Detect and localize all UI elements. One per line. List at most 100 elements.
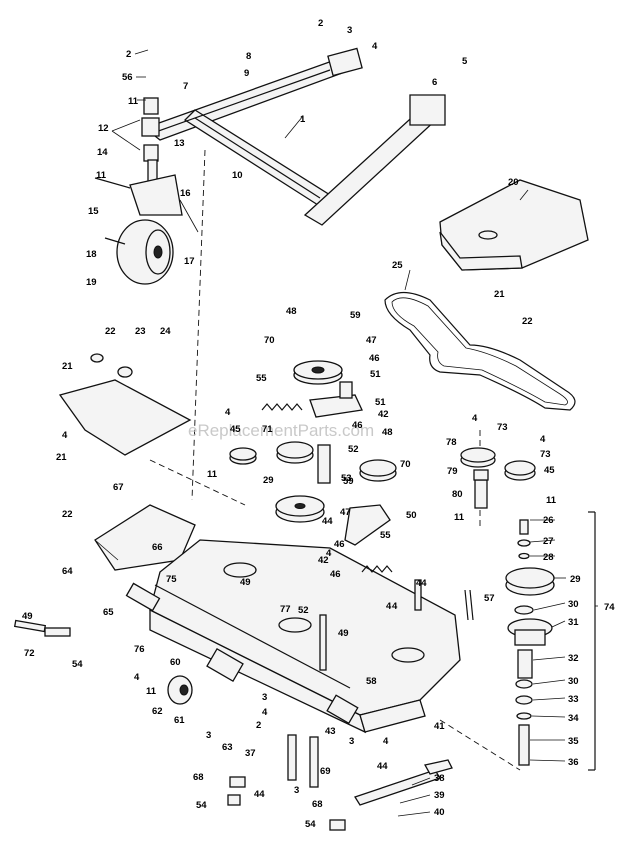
callout-47: 47 xyxy=(366,335,377,346)
idler-arms xyxy=(261,381,393,573)
callout-73: 73 xyxy=(540,449,551,460)
callout-46: 46 xyxy=(352,420,363,431)
callout-35: 35 xyxy=(568,736,579,747)
dashed-leader xyxy=(439,719,521,771)
callout-4: 4 xyxy=(134,672,140,683)
callout-3: 3 xyxy=(347,25,352,36)
callout-17: 17 xyxy=(184,256,195,267)
callout-36: 36 xyxy=(568,757,579,768)
callout-49: 49 xyxy=(338,628,349,639)
dashed-leader xyxy=(191,149,206,501)
callout-7: 7 xyxy=(183,81,188,92)
callout-54: 54 xyxy=(72,659,83,670)
callout-43: 43 xyxy=(325,726,336,737)
front-caster-assembly xyxy=(94,97,199,285)
callout-3: 3 xyxy=(262,692,267,703)
callout-29: 29 xyxy=(570,574,581,585)
callout-4: 4 xyxy=(225,407,231,418)
callout-labels: 2 3 4 5 6 1 2 56 11 12 13 8 9 7 10 14 15… xyxy=(22,18,615,830)
callout-39: 39 xyxy=(434,790,445,801)
dashed-leader xyxy=(149,459,246,506)
callout-68: 68 xyxy=(312,799,323,810)
callout-leaders xyxy=(111,49,598,817)
callout-2: 2 xyxy=(126,49,131,60)
callout-21: 21 xyxy=(494,289,505,300)
callout-52: 52 xyxy=(348,444,359,455)
callout-29: 29 xyxy=(263,475,274,486)
callout-2: 2 xyxy=(318,18,323,29)
callout-61: 61 xyxy=(174,715,185,726)
callout-6: 6 xyxy=(432,77,437,88)
callout-41: 41 xyxy=(434,721,445,732)
callout-8: 8 xyxy=(246,51,251,62)
callout-4: 4 xyxy=(262,707,268,718)
callout-62: 62 xyxy=(152,706,163,717)
callout-34: 34 xyxy=(568,713,579,724)
callout-65: 65 xyxy=(103,607,114,618)
callout-22: 22 xyxy=(522,316,533,327)
callout-9: 9 xyxy=(244,68,249,79)
callout-51: 51 xyxy=(370,369,381,380)
callout-24: 24 xyxy=(160,326,171,337)
callout-52: 52 xyxy=(298,605,309,616)
callout-55: 55 xyxy=(256,373,267,384)
callout-59: 59 xyxy=(350,310,361,321)
callout-68: 68 xyxy=(193,772,204,783)
callout-77: 77 xyxy=(280,604,291,615)
callout-21: 21 xyxy=(62,361,73,372)
callout-4: 4 xyxy=(386,601,392,612)
callout-11: 11 xyxy=(546,495,557,506)
callout-30: 30 xyxy=(568,676,579,687)
callout-4: 4 xyxy=(392,601,398,612)
belt-cover xyxy=(439,179,589,271)
anti-scalp-roller xyxy=(167,675,193,705)
callout-22: 22 xyxy=(105,326,116,337)
callout-42: 42 xyxy=(318,555,329,566)
callout-80: 80 xyxy=(452,489,463,500)
callout-30: 30 xyxy=(568,599,579,610)
callout-49: 49 xyxy=(240,577,251,588)
drive-belt xyxy=(384,291,576,411)
callout-59: 59 xyxy=(343,476,354,487)
callout-44: 44 xyxy=(377,761,388,772)
callout-44: 44 xyxy=(322,516,333,527)
callout-11: 11 xyxy=(454,512,465,523)
callout-15: 15 xyxy=(88,206,99,217)
callout-33: 33 xyxy=(568,694,579,705)
callout-20: 20 xyxy=(508,177,519,188)
callout-53: 53 xyxy=(341,473,352,484)
deck-baffle xyxy=(58,353,192,456)
pulley-group xyxy=(229,360,555,596)
callout-32: 32 xyxy=(568,653,579,664)
callout-10: 10 xyxy=(232,170,243,181)
deck-housing xyxy=(125,539,461,734)
callout-25: 25 xyxy=(392,260,403,271)
callout-55: 55 xyxy=(380,530,391,541)
callout-72: 72 xyxy=(24,648,35,659)
callout-2: 2 xyxy=(256,720,261,731)
callout-78: 78 xyxy=(446,437,457,448)
spindle-assembly xyxy=(507,511,596,771)
idler-column xyxy=(473,469,489,509)
callout-45: 45 xyxy=(230,424,241,435)
hitch-frame xyxy=(143,47,446,226)
callout-66: 66 xyxy=(152,542,163,553)
callout-48: 48 xyxy=(382,427,393,438)
callout-3: 3 xyxy=(294,785,299,796)
callout-42: 42 xyxy=(378,409,389,420)
callout-46: 46 xyxy=(334,539,345,550)
callout-79: 79 xyxy=(447,466,458,477)
callout-70: 70 xyxy=(400,459,411,470)
callout-11: 11 xyxy=(146,686,157,697)
callout-45: 45 xyxy=(544,465,555,476)
callout-1: 1 xyxy=(300,114,306,125)
callout-4: 4 xyxy=(62,430,68,441)
blades xyxy=(354,759,453,806)
callout-38: 38 xyxy=(434,773,445,784)
callout-18: 18 xyxy=(86,249,97,260)
callout-40: 40 xyxy=(434,807,445,818)
callout-71: 71 xyxy=(262,424,273,435)
callout-69: 69 xyxy=(320,766,331,777)
callout-67: 67 xyxy=(113,482,124,493)
